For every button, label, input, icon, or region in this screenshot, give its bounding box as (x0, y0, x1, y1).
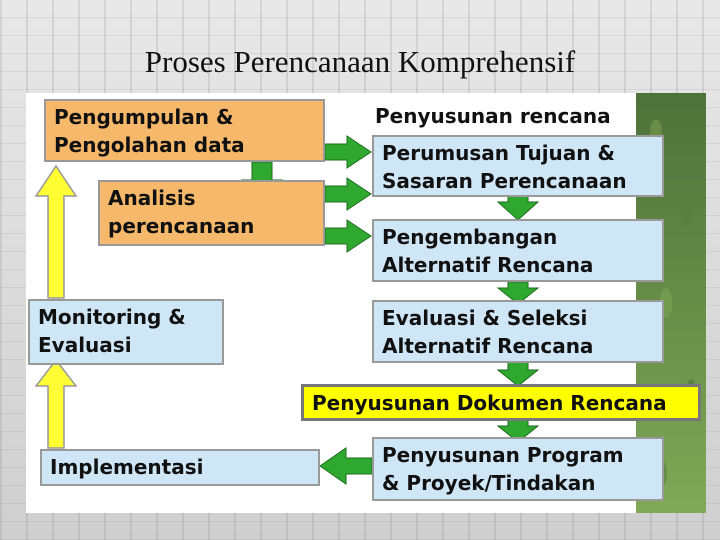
box-line-2: perencanaan (108, 212, 315, 240)
box-line-1: Monitoring & (38, 303, 214, 331)
box-monitoring-evaluasi: Monitoring & Evaluasi (28, 299, 224, 365)
box-line-2: Alternatif Rencana (382, 332, 654, 360)
arrow-analisis-to-perumusan (325, 178, 371, 210)
box-implementasi: Implementasi (40, 449, 320, 486)
box-penyusunan-dokumen-rencana: Penyusunan Dokumen Rencana (301, 384, 701, 421)
box-line-2: & Proyek/Tindakan (382, 469, 654, 497)
arrow-perumusan-to-pengembangan (498, 196, 538, 220)
box-line-1: Pengembangan (382, 223, 654, 251)
box-line-1: Implementasi (50, 453, 310, 482)
box-line-1: Penyusunan Dokumen Rencana (312, 389, 690, 418)
box-analisis-perencanaan: Analisis perencanaan (98, 180, 325, 246)
box-pengembangan-alternatif: Pengembangan Alternatif Rencana (372, 219, 664, 282)
box-line-1: Penyusunan Program (382, 441, 654, 469)
arrow-evaluasi-to-dokumen (498, 362, 538, 386)
box-evaluasi-seleksi: Evaluasi & Seleksi Alternatif Rencana (372, 300, 664, 363)
arrow-monitoring-to-pengumpulan (36, 166, 76, 298)
box-line-1: Evaluasi & Seleksi (382, 304, 654, 332)
arrow-program-to-implementasi (320, 448, 372, 484)
box-pengumpulan-pengolahan-data: Pengumpulan & Pengolahan data (44, 99, 325, 162)
box-perumusan-tujuan-sasaran: Perumusan Tujuan & Sasaran Perencanaan (372, 135, 664, 197)
box-line-2: Pengolahan data (54, 131, 315, 159)
box-penyusunan-program-proyek: Penyusunan Program & Proyek/Tindakan (372, 437, 664, 501)
arrow-analisis-to-pengembangan (325, 220, 371, 252)
arrow-pengumpulan-to-perumusan (325, 136, 371, 168)
box-line-2: Alternatif Rencana (382, 251, 654, 279)
box-line-1: Analisis (108, 184, 315, 212)
box-line-1: Perumusan Tujuan & (382, 139, 654, 167)
heading-penyusunan-rencana: Penyusunan rencana (375, 104, 611, 128)
box-line-2: Sasaran Perencanaan (382, 167, 654, 195)
box-line-1: Pengumpulan & (54, 103, 315, 131)
arrow-implementasi-to-monitoring (36, 360, 76, 448)
box-line-2: Evaluasi (38, 331, 214, 359)
